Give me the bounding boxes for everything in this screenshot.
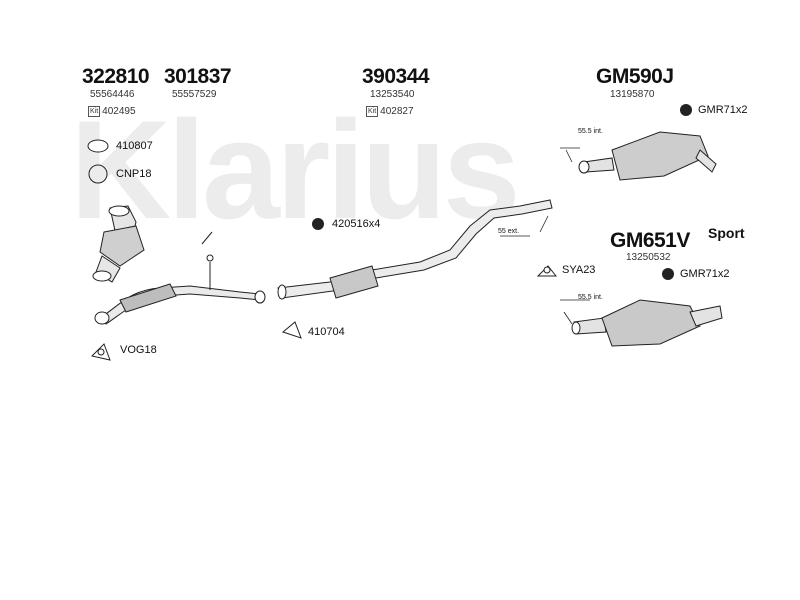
part-number-GM651V: GM651V: [610, 229, 690, 252]
kit-number-322810: Kit 402495: [88, 106, 136, 117]
fitting-label-410704: 410704: [308, 326, 345, 338]
gasket-icon-VOG18: [91, 343, 111, 361]
rear-silencer-GM651V[interactable]: [571, 299, 723, 347]
kit-number-390344: Kit 402827: [366, 106, 414, 117]
rubber-mount-icon-GMR71-b: [662, 268, 674, 280]
bolt-icon-420516: [312, 218, 324, 230]
fitting-label-GMR71-a: GMR71x2: [698, 104, 748, 116]
oe-number-301837: 55557529: [172, 89, 217, 100]
oe-number-390344: 13253540: [370, 89, 415, 100]
fitting-label-410807: 410807: [116, 140, 153, 152]
oe-number-GM651V: 13250532: [626, 252, 671, 263]
dimension-label-int-upper: 55.5 int.: [578, 128, 603, 135]
part-number-322810: 322810: [82, 65, 150, 88]
klarius-watermark-logo: Klarius: [70, 91, 521, 248]
oe-number-322810: 55564446: [90, 89, 135, 100]
part-number-390344: 390344: [362, 65, 430, 88]
part-number-301837: 301837: [164, 65, 232, 88]
mount-icon-SYA23: [536, 265, 558, 277]
dimension-marks: [500, 147, 590, 325]
kit-badge: Kit: [88, 106, 101, 117]
fitting-label-GMR71-b: GMR71x2: [680, 268, 730, 280]
dimension-label-ext: 55 ext.: [498, 228, 520, 235]
rubber-mount-icon-GMR71-a: [680, 104, 692, 116]
fitting-label-420516: 420516x4: [332, 218, 381, 230]
part-number-GM590J: GM590J: [596, 65, 674, 88]
oe-number-GM590J: 13195870: [610, 89, 655, 100]
fitting-label-SYA23: SYA23: [562, 264, 596, 276]
variant-label-sport: Sport: [708, 225, 745, 241]
fitting-label-CNP18: CNP18: [116, 168, 152, 180]
centre-silencer-390344[interactable]: [277, 199, 553, 300]
rear-silencer-GM590J[interactable]: [578, 131, 717, 181]
fitting-label-VOG18: VOG18: [120, 344, 157, 356]
dimension-label-int-lower: 55.5 int.: [578, 294, 603, 301]
kit-badge: Kit: [366, 106, 379, 117]
front-pipe-301837[interactable]: [94, 231, 266, 325]
catalytic-converter-322810[interactable]: [92, 205, 145, 283]
clamp-icon-CNP18: [88, 164, 108, 184]
gasket-icon-410704: [281, 321, 302, 339]
gasket-icon-410807: [87, 139, 109, 153]
